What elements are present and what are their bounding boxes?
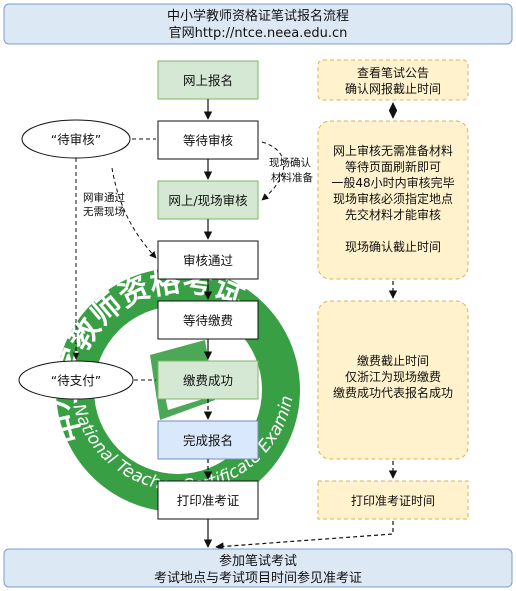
side-panel-review-info: 网上审核无需准备材料 等待页面刷新即可 一般48小时内审核完毕 现场审核必须指定… <box>317 120 469 280</box>
side-panel-line: 现场审核必须指定地点 <box>333 191 453 206</box>
page-title: 中小学教师资格证笔试报名流程 <box>167 8 349 24</box>
flow-step-registration-complete: 完成报名 <box>157 420 259 460</box>
flow-step-online-registration: 网上报名 <box>157 60 259 100</box>
side-panel-line: 一般48小时内审核完毕 <box>331 175 454 190</box>
side-panel-line: 确认网报截止时间 <box>345 81 441 96</box>
bubble-pending-review: “待审核” <box>21 119 131 159</box>
side-panel-line: 现场确认截止时间 <box>345 240 441 254</box>
page-subtitle: 官网http://ntce.neea.edu.cn <box>169 25 348 41</box>
bubble-pending-payment: “待支付” <box>18 360 134 400</box>
note-no-onsite: 无需现场 <box>83 205 125 218</box>
note-online-pass: 网审通过 <box>83 191 125 204</box>
side-panel-line: 缴费截止时间 <box>357 353 429 368</box>
flow-step-label: 打印准考证 <box>177 493 240 508</box>
side-panel-line: 等待页面刷新即可 <box>345 159 441 174</box>
arrow <box>215 521 394 551</box>
bubble-label: “待审核” <box>51 132 101 147</box>
footer-box: 参加笔试考试 考试地点与考试项目时间参见准考证 <box>3 548 513 588</box>
side-panel-line: 网上审核无需准备材料 <box>333 143 453 158</box>
footer-line-1: 参加笔试考试 <box>219 553 297 569</box>
side-arrows <box>215 102 398 551</box>
note-material-prep: 材料准备 <box>271 171 313 184</box>
side-panel-line: 先交材料才能审核 <box>345 207 441 222</box>
side-panel-line: 仅浙江为现场缴费 <box>345 369 441 384</box>
bubble-label: “待支付” <box>51 373 101 388</box>
flow-step-review-passed: 审核通过 <box>157 240 259 280</box>
footer-line-2: 考试地点与考试项目时间参见准考证 <box>154 570 362 586</box>
flow-step-label: 等待审核 <box>183 133 234 148</box>
note-onsite-confirm: 现场确认 <box>269 156 311 169</box>
flow-step-label: 审核通过 <box>183 253 234 268</box>
connector <box>111 167 157 259</box>
side-panel-line: 打印准考证时间 <box>351 494 435 508</box>
side-panel-line: 查看笔试公告 <box>357 65 429 80</box>
flow-step-label: 网上报名 <box>183 73 233 88</box>
flow-step-awaiting-payment: 等待缴费 <box>157 300 259 340</box>
flow-step-label: 网上/现场审核 <box>168 193 248 208</box>
side-panel-payment-info: 缴费截止时间 仅浙江为现场缴费 缴费成功代表报名成功 <box>317 300 469 460</box>
flow-step-payment-success: 缴费成功 <box>157 360 259 400</box>
flow-step-label: 缴费成功 <box>183 373 233 388</box>
flow-step-online-onsite-review: 网上/现场审核 <box>157 180 259 220</box>
connector <box>261 141 285 201</box>
side-panel-print-time: 打印准考证时间 <box>317 480 469 520</box>
left-connectors <box>72 138 285 381</box>
flow-step-awaiting-review: 等待审核 <box>157 120 259 160</box>
flow-step-label: 完成报名 <box>183 433 233 448</box>
side-panel-line: 缴费成功代表报名成功 <box>333 385 453 400</box>
side-panel-announcement: 查看笔试公告 确认网报截止时间 <box>317 59 469 101</box>
header-box: 中小学教师资格证笔试报名流程 官网http://ntce.neea.edu.cn <box>3 3 513 45</box>
flow-step-print-admission-ticket: 打印准考证 <box>157 480 259 520</box>
flow-step-label: 等待缴费 <box>183 313 233 328</box>
